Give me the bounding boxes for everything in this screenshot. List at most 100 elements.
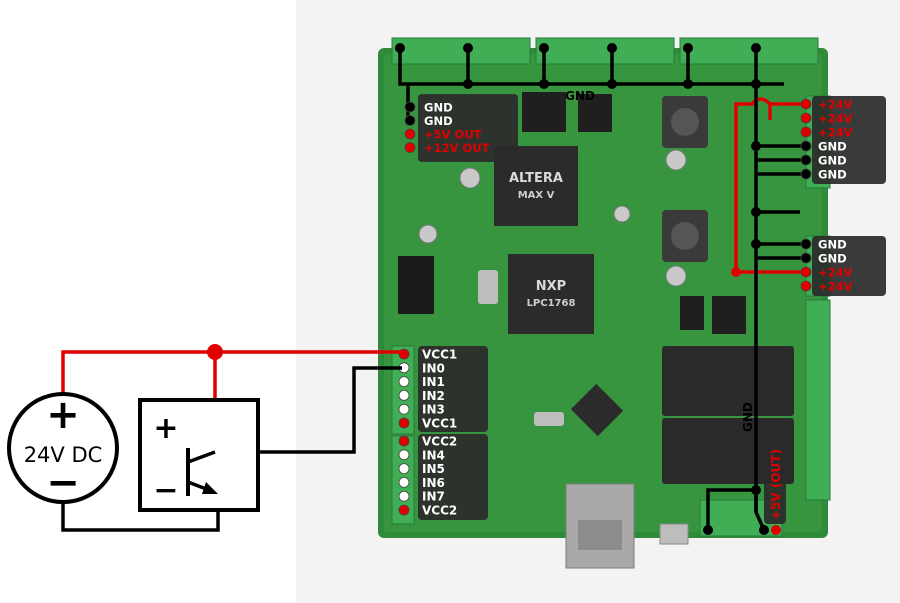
cpld-model: MAX V (518, 190, 555, 201)
right-top-pins-dot (800, 112, 812, 124)
usb-port (659, 523, 689, 545)
input-box-2 (418, 434, 488, 520)
input-pins-1-label: IN1 (422, 375, 445, 389)
terminal-block-top-2 (535, 37, 675, 65)
top-left-pins-label: GND (424, 114, 453, 128)
capacitor-1 (665, 149, 687, 171)
right-wiring-nodes-red (731, 267, 741, 277)
dc-minus-sign: − (46, 460, 80, 506)
top-left-pins-dot (404, 128, 416, 140)
relay-2 (662, 418, 794, 484)
transistor-collector (187, 450, 216, 464)
right-bottom-pins-label: +24V (818, 280, 853, 294)
gnd-vertical-label: GND (741, 402, 755, 432)
dc-power-source: + 24V DC − (7, 392, 119, 506)
top-left-pins-dot (404, 115, 416, 126)
crystal-2 (478, 270, 498, 304)
dc-source-label: 24V DC (24, 443, 103, 467)
mcu-brand: NXP (536, 279, 566, 294)
right-bottom-pins-dot (800, 238, 812, 250)
controller-board: ALTERA MAX V NXP LPC1768 (378, 37, 831, 569)
right-top-pins-dot (800, 140, 812, 152)
right-bottom-pins-label: GND (818, 252, 847, 266)
gnd-bus (398, 48, 784, 118)
input-pins-1-label: IN2 (422, 389, 445, 403)
transistor-arrow (202, 482, 218, 494)
right-wiring (734, 84, 806, 512)
right-top-pins-label: GND (818, 168, 847, 182)
crystal (534, 412, 564, 426)
out5v-box (764, 436, 786, 524)
bottom-output-wiring (706, 488, 766, 531)
vcc-junction (207, 344, 223, 360)
top-left-pins-label: +12V OUT (424, 141, 490, 155)
capacitor-5 (613, 205, 631, 223)
sensor-minus-sign: − (153, 473, 178, 508)
terminal-block-top-1 (391, 37, 531, 65)
cpld-brand: ALTERA (509, 171, 563, 186)
out5v-label: +5V (OUT) (769, 449, 783, 520)
right-bottom-pins-label: +24V (818, 266, 853, 280)
right-top-pin-box (812, 96, 886, 184)
input-pins-1-dot (398, 389, 410, 401)
input-pins-2-dot (398, 476, 410, 488)
bottom-gnd-wire (706, 488, 756, 530)
input-pins-2-label: VCC2 (422, 504, 457, 518)
input-pins-2-label: IN6 (422, 476, 445, 490)
right-top-pins-label: GND (818, 154, 847, 168)
input-pins-1-dot (398, 376, 410, 388)
ic-top-1 (522, 92, 566, 132)
ic-right-2 (712, 296, 746, 334)
pin-header (398, 256, 434, 314)
ic-right (680, 296, 704, 330)
input-pins-2-dot (398, 435, 410, 447)
ethernet-port (578, 520, 622, 550)
capacitor-4 (418, 224, 438, 244)
capacitor-3 (459, 167, 481, 189)
gnd-bus-label: GND (565, 89, 595, 103)
input-pins-1-label: VCC1 (422, 348, 457, 362)
top-left-pins-label: +5V OUT (424, 128, 482, 142)
right-top-pins-dot (800, 168, 812, 180)
right-top-pins-label: +24V (818, 126, 853, 140)
right-wiring-nodes (751, 141, 761, 249)
npn-sensor: + − (138, 398, 260, 512)
top-left-pin-box (418, 94, 518, 162)
top-left-pins-dot (404, 101, 416, 113)
top-left-pins-dot (404, 142, 416, 153)
input-pins-2-label: IN4 (422, 448, 445, 462)
gnd-bus-line (398, 48, 784, 86)
vcc-wire (61, 350, 402, 398)
dc-plus-sign: + (46, 392, 80, 438)
top-left-pins-label: GND (424, 101, 453, 115)
input-pins-1-dot (398, 417, 410, 429)
relay-1 (662, 346, 794, 416)
ic-top-2 (578, 94, 612, 132)
dc-source-circle (7, 392, 119, 504)
right-bottom-pins-dot (800, 252, 812, 264)
input-pins-1-label: IN0 (422, 361, 445, 375)
small-chip (570, 383, 624, 437)
terminal-block-right-3 (805, 299, 831, 501)
input-pins-2-label: VCC2 (422, 435, 457, 449)
signal-wire-in0 (215, 366, 402, 454)
input-pins-2-dot (398, 449, 410, 461)
right-bottom-pin-box (812, 236, 886, 296)
input-pins-2-dot (398, 504, 410, 516)
input-pins-1-label: IN3 (422, 403, 445, 417)
right-bottom-pins-dot (800, 266, 812, 278)
input-pins-1-dot (398, 403, 410, 415)
input-pins-1-label: VCC1 (422, 417, 457, 431)
input-pins-2-label: IN7 (422, 490, 445, 504)
right-bottom-pins-dot (800, 280, 812, 292)
input-pins-2-dot (398, 463, 410, 475)
right-top-pins-dot (800, 98, 812, 110)
input-pins-2-label: IN5 (422, 462, 445, 476)
right-top-pins-label: GND (818, 140, 847, 154)
